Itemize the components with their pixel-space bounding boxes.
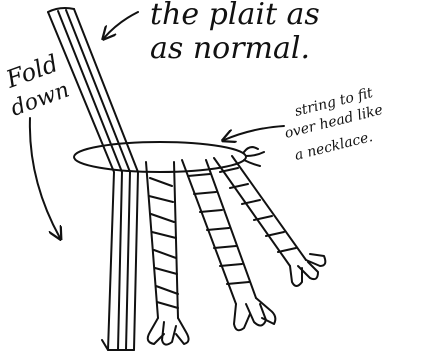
braid-2 [182, 160, 275, 330]
folded-strand-bundle [48, 8, 138, 350]
labels: the plait as as normal. Fold down string… [2, 0, 385, 164]
braid-1 [146, 162, 189, 345]
braid-3 [214, 156, 325, 286]
arrow-to-string [224, 126, 284, 140]
arrow-to-plait [104, 12, 138, 38]
label-top-line2: as normal. [150, 31, 310, 66]
string-loop [74, 142, 264, 172]
label-top-line1: the plait as [150, 0, 320, 32]
arrow-fold-down [30, 118, 60, 238]
